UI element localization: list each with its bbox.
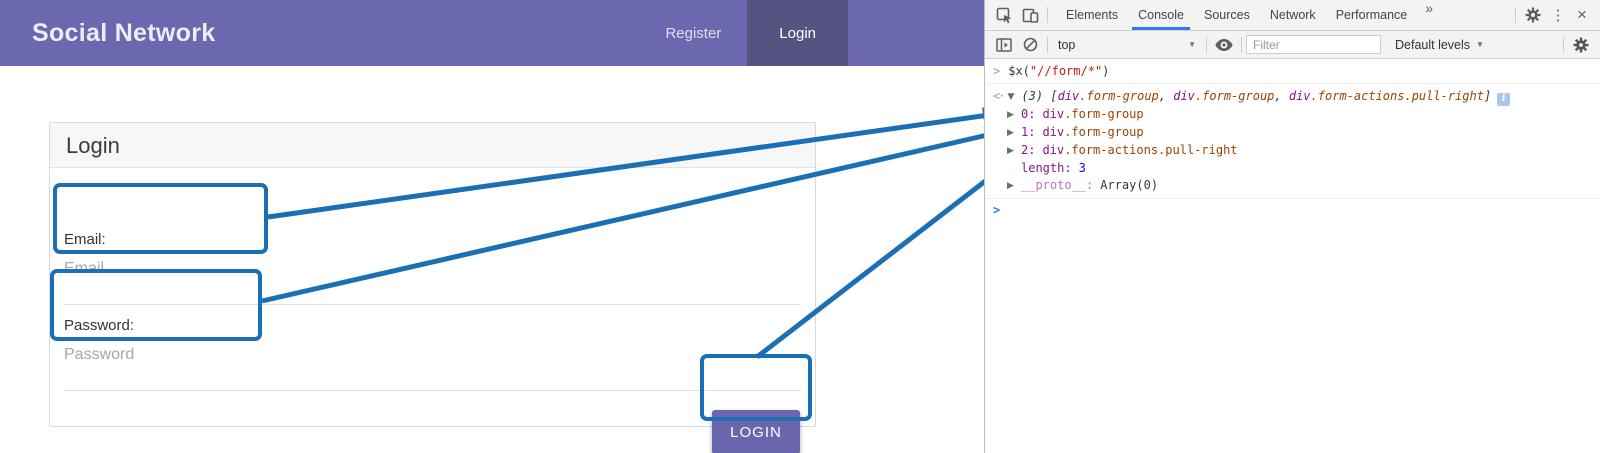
echo-prompt-icon: >	[993, 64, 1001, 78]
preview-sep: ,	[1158, 89, 1174, 103]
devtools-main-toolbar: Elements Console Sources Network Perform…	[985, 0, 1600, 31]
bracket: ]	[1483, 89, 1492, 103]
more-tabs-icon[interactable]: »	[1425, 0, 1434, 16]
eye-icon[interactable]	[1211, 33, 1237, 57]
devtools-window-controls: ⋮ ×	[1511, 3, 1594, 27]
toolbar-separator	[1206, 36, 1207, 53]
proto-row[interactable]: ▶ __proto__: Array(0)	[985, 177, 1600, 195]
execution-context-select[interactable]: top ▼	[1052, 38, 1202, 52]
result-preview-line[interactable]: <·▼(3) [div.form-group, div.form-group, …	[985, 88, 1600, 106]
bracket: [	[1050, 89, 1058, 103]
panel-title: Login	[66, 133, 120, 158]
preview-tag: div	[1173, 89, 1195, 103]
email-label: Email:	[64, 231, 106, 248]
chevron-down-icon: ▼	[1188, 40, 1196, 49]
entry-index: 1:	[1021, 125, 1036, 139]
devtools-tabs: Elements Console Sources Network Perform…	[1056, 0, 1441, 30]
console-input-line[interactable]: >	[985, 198, 1600, 222]
navbar-links: Register Login	[639, 0, 848, 66]
length-key: length:	[1021, 161, 1072, 175]
preview-class: .form-group	[1194, 89, 1275, 103]
password-label: Password:	[64, 317, 135, 334]
console-toolbar-right	[1559, 33, 1594, 57]
email-underline	[64, 304, 801, 305]
panel-header: Login	[50, 123, 815, 168]
nav-item-register[interactable]: Register	[665, 24, 722, 42]
console-sidebar-icon[interactable]	[991, 33, 1017, 57]
expander-closed-icon[interactable]: ▶	[1007, 110, 1014, 120]
console-settings-gear-icon[interactable]	[1568, 33, 1594, 57]
array-length-row: length: 3	[985, 160, 1600, 177]
preview-sep: ,	[1274, 89, 1289, 103]
expander-open-icon[interactable]: ▼	[1007, 92, 1015, 102]
preview-tag: div	[1057, 89, 1080, 103]
context-value: top	[1058, 37, 1076, 52]
entry-class: .form-group	[1064, 125, 1144, 139]
toolbar-separator	[1047, 36, 1048, 53]
tab-network[interactable]: Network	[1269, 8, 1316, 22]
tab-sources[interactable]: Sources	[1203, 8, 1250, 22]
tab-console[interactable]: Console	[1128, 0, 1194, 30]
close-icon[interactable]: ×	[1577, 5, 1587, 24]
inspect-element-icon[interactable]	[991, 3, 1017, 27]
password-underline	[64, 390, 801, 391]
result-count: (3)	[1021, 89, 1044, 103]
entry-class: .form-actions.pull-right	[1064, 143, 1238, 157]
device-toolbar-icon[interactable]	[1017, 3, 1043, 27]
array-entry-1[interactable]: ▶ 1: div.form-group	[985, 124, 1600, 142]
array-entry-2[interactable]: ▶ 2: div.form-actions.pull-right	[985, 142, 1600, 160]
expander-closed-icon[interactable]: ▶	[1007, 128, 1014, 138]
brand-title: Social Network	[32, 18, 216, 47]
entry-tag: div	[1042, 143, 1065, 157]
entry-tag: div	[1042, 107, 1065, 121]
command-fn: $x(	[1008, 64, 1030, 78]
preview-class: .form-group	[1079, 89, 1159, 103]
preview-class: .form-actions.pull-right	[1310, 89, 1484, 103]
toolbar-separator	[1241, 36, 1242, 53]
console-result: <·▼(3) [div.form-group, div.form-group, …	[985, 84, 1600, 195]
login-panel: Login Email: Password: LOGIN	[49, 122, 816, 453]
chevron-down-icon: ▼	[1476, 40, 1484, 49]
navbar: Social Network Register Login	[0, 0, 984, 66]
filter-input[interactable]	[1246, 35, 1381, 54]
preview-tag: div	[1288, 89, 1311, 103]
toolbar-separator	[1515, 7, 1516, 23]
entry-class: .form-group	[1064, 107, 1144, 121]
expander-closed-icon[interactable]: ▶	[1007, 146, 1014, 156]
levels-label: Default levels	[1395, 37, 1471, 52]
toolbar-separator	[1047, 7, 1048, 23]
proto-key: __proto__:	[1021, 178, 1094, 192]
settings-gear-icon[interactable]	[1520, 3, 1546, 27]
login-button[interactable]: LOGIN	[712, 410, 800, 453]
toolbar-separator	[1563, 36, 1564, 53]
console-prompt-icon: >	[993, 203, 1001, 217]
entry-index: 0:	[1021, 107, 1036, 121]
kebab-menu-icon[interactable]: ⋮	[1550, 7, 1566, 24]
info-icon[interactable]: i	[1497, 93, 1511, 106]
proto-value: Array(0)	[1100, 178, 1159, 192]
password-input[interactable]	[64, 346, 294, 364]
return-value-icon: <·	[993, 89, 1006, 103]
array-entry-0[interactable]: ▶ 0: div.form-group	[985, 106, 1600, 124]
tab-performance[interactable]: Performance	[1335, 8, 1408, 22]
clear-console-icon[interactable]	[1017, 33, 1043, 57]
tab-elements[interactable]: Elements	[1066, 8, 1119, 22]
email-input[interactable]	[64, 260, 294, 278]
entry-tag: div	[1042, 125, 1065, 139]
length-value: 3	[1078, 161, 1086, 175]
entry-index: 2:	[1021, 143, 1036, 157]
login-form: Email: Password: LOGIN	[50, 168, 815, 453]
command-arg: "//form/*"	[1029, 64, 1103, 78]
expander-closed-icon[interactable]: ▶	[1007, 181, 1014, 191]
log-levels-select[interactable]: Default levels ▼	[1395, 38, 1484, 52]
console-toolbar: top ▼ Default levels ▼	[985, 31, 1600, 59]
devtools-panel: Elements Console Sources Network Perform…	[984, 0, 1600, 453]
console-output: >$x("//form/*") <·▼(3) [div.form-group, …	[985, 59, 1600, 222]
command-close: )	[1102, 64, 1110, 78]
console-command-echo[interactable]: > $x("//form/*")	[985, 59, 1600, 84]
nav-item-login[interactable]: Login	[747, 0, 848, 66]
